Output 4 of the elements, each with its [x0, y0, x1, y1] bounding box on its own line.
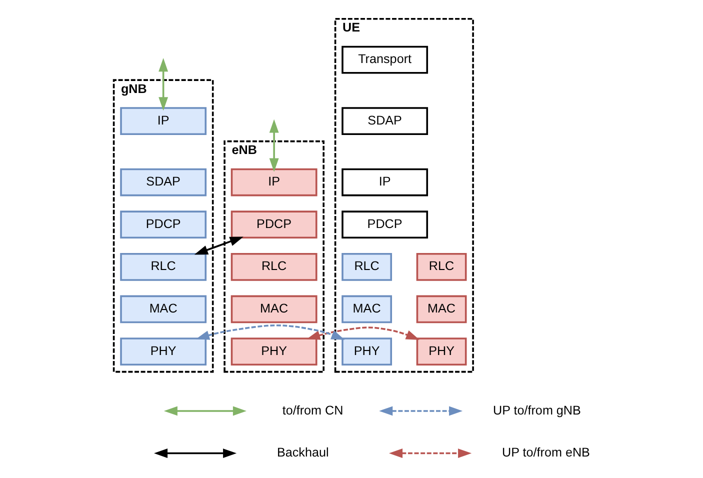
legend-label: Backhaul [276, 446, 329, 460]
legend-label: UP to/from eNB [502, 446, 590, 460]
legend-label: to/from CN [282, 403, 344, 418]
legend-label: UP to/from gNB [492, 403, 581, 418]
